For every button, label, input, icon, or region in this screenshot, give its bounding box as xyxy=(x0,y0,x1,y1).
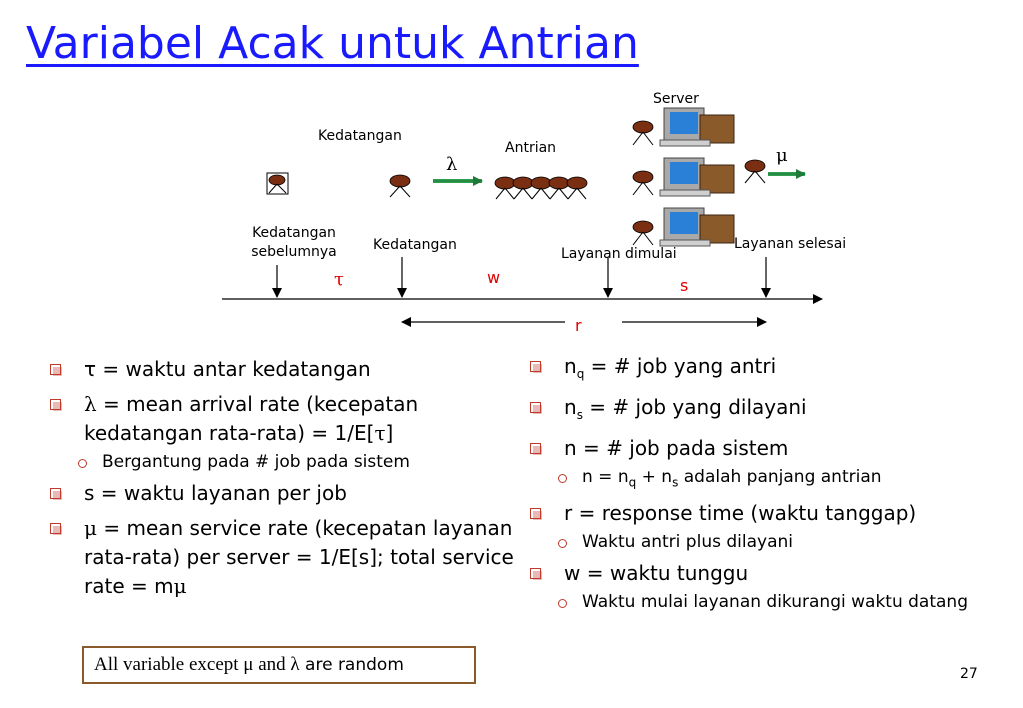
list-item: Bergantung pada # job pada sistem xyxy=(50,450,520,475)
label-server: Server xyxy=(653,91,699,107)
label-s: s xyxy=(680,276,689,295)
arriving-job-icon xyxy=(389,174,411,198)
page-number: 27 xyxy=(960,666,978,682)
list-item: Waktu antri plus dilayani xyxy=(530,530,990,555)
label-layanan-selesai: Layanan selesai xyxy=(734,236,847,252)
label-kedatangan-sebelumnya: Kedatangan sebelumnya xyxy=(251,225,337,260)
page-title: Variabel Acak untuk Antrian xyxy=(26,18,639,69)
server-icon xyxy=(632,107,735,147)
label-tau: τ xyxy=(334,269,344,290)
departing-job-icon xyxy=(744,159,766,184)
label-kedatangan-top: Kedatangan xyxy=(318,128,402,144)
list-item: w = waktu tunggu xyxy=(530,559,990,588)
list-item: ns = # job yang dilayani xyxy=(530,393,990,430)
server-icon xyxy=(632,157,735,197)
list-item: s = waktu layanan per job xyxy=(50,479,520,508)
list-item: n = nq + ns adalah panjang antrian xyxy=(530,465,990,495)
list-item: μ = mean service rate (kecepatan layanan… xyxy=(50,514,520,601)
label-kedatangan-bottom: Kedatangan xyxy=(373,237,457,253)
right-bullet-list: nq = # job yang antri ns = # job yang di… xyxy=(530,352,990,615)
label-w: w xyxy=(487,268,501,287)
server-icon xyxy=(632,207,735,247)
list-item: Waktu mulai layanan dikurangi waktu data… xyxy=(530,590,990,615)
list-item: n = # job pada sistem xyxy=(530,434,990,463)
previous-job-icon xyxy=(266,172,289,195)
label-lambda: λ xyxy=(446,154,458,175)
label-r: r xyxy=(575,316,582,335)
list-item: λ = mean arrival rate (kecepatan kedatan… xyxy=(50,390,520,448)
label-mu: μ xyxy=(776,145,788,166)
queue-diagram xyxy=(222,107,823,327)
list-item: r = response time (waktu tanggap) xyxy=(530,499,990,528)
list-item: τ = waktu antar kedatangan xyxy=(50,355,520,384)
list-item: nq = # job yang antri xyxy=(530,352,990,389)
random-variables-note: All variable except μ and λ are random xyxy=(82,646,476,684)
queue-jobs-icon xyxy=(494,176,588,200)
label-antrian: Antrian xyxy=(505,140,557,156)
left-bullet-list: τ = waktu antar kedatangan λ = mean arri… xyxy=(50,355,520,601)
label-layanan-dimulai: Layanan dimulai xyxy=(561,246,677,262)
